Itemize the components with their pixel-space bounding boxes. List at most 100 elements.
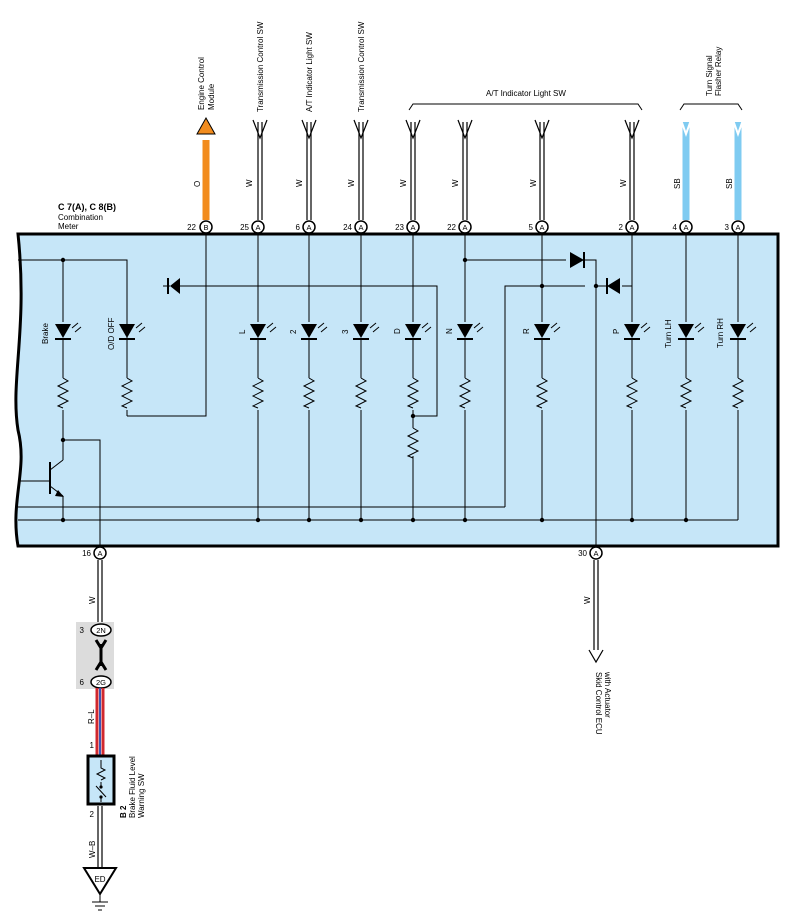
meter-name-line2: Meter <box>58 222 79 231</box>
pin-connector: 2G <box>96 678 106 687</box>
pin-number: 30 <box>578 549 587 558</box>
ecm-label-line2: Module <box>207 83 216 110</box>
switch-code: B 2 <box>119 805 128 818</box>
meter-connector-label: C 7(A), C 8(B) <box>58 202 116 212</box>
led-d <box>405 322 432 340</box>
pin-connector: A <box>593 549 598 558</box>
pin-connector: A <box>358 223 363 232</box>
wire-color-label: SB <box>673 178 682 189</box>
wire-color-label: O <box>193 181 202 187</box>
wire-color-label: W <box>88 596 97 604</box>
wire-color-label: W <box>619 179 628 187</box>
top-pin: 22 B <box>187 220 213 234</box>
led-turn-rh <box>730 322 757 340</box>
pin-connector: A <box>735 223 740 232</box>
top-pin: 24 A <box>343 220 368 234</box>
junction-pin-2g: 6 2G <box>80 675 112 689</box>
pin-connector: A <box>462 223 467 232</box>
pin-number: 6 <box>296 223 301 232</box>
wire-color-label: W <box>245 179 254 187</box>
resistor <box>535 377 549 409</box>
meter-internal-wiring <box>18 234 739 546</box>
led-brake <box>55 322 82 340</box>
resistor <box>354 377 368 409</box>
pin-number: 22 <box>187 223 196 232</box>
switch-pin-top: 1 <box>90 741 95 750</box>
resistor <box>625 377 639 409</box>
top-pin: 23 A <box>395 220 420 234</box>
skid-ecu-label-line2: with Actuator <box>603 671 612 718</box>
led-3 <box>353 322 380 340</box>
led-od-off <box>119 322 146 340</box>
pin-number: 3 <box>80 626 85 635</box>
pin-number: 23 <box>395 223 404 232</box>
pin-number: 3 <box>725 223 730 232</box>
pin-connector: A <box>97 549 102 558</box>
resistor <box>406 377 420 409</box>
led-turn-lh <box>678 322 705 340</box>
skid-ecu-label-line1: Skid Control ECU <box>594 672 603 735</box>
pin-number: 16 <box>82 549 91 558</box>
pin-connector: A <box>255 223 260 232</box>
resistor <box>56 377 70 409</box>
led-label: Turn RH <box>716 318 725 348</box>
pin-number: 22 <box>447 223 456 232</box>
led-r <box>534 322 561 340</box>
wire-color-label: SB <box>725 178 734 189</box>
led-label: 2 <box>289 329 298 334</box>
external-top-wires <box>196 103 744 220</box>
ecm-label-line1: Engine Control <box>197 57 206 110</box>
wire-color-label: W <box>583 596 592 604</box>
resistor <box>458 377 472 409</box>
pin-number: 4 <box>673 223 678 232</box>
turn-label-line2: Flasher Relay <box>714 47 723 96</box>
led-2 <box>301 322 328 340</box>
turn-label-line1: Turn Signal <box>705 55 714 96</box>
wire-color-label: W <box>529 179 538 187</box>
pin-connector: 2N <box>96 626 106 635</box>
pin-number: 24 <box>343 223 352 232</box>
led-p <box>624 322 651 340</box>
pin-connector: A <box>683 223 688 232</box>
led-label: R <box>522 328 531 334</box>
led-l <box>250 322 277 340</box>
pin-number: 6 <box>80 678 85 687</box>
atil-label: A/T Indicator Light SW <box>305 32 314 112</box>
meter-name-line1: Combination <box>58 213 103 222</box>
resistor <box>302 377 316 409</box>
pin-number: 25 <box>240 223 249 232</box>
led-label: O/D OFF <box>107 317 116 350</box>
led-label: P <box>612 329 621 334</box>
pin-number: 5 <box>529 223 534 232</box>
top-pin: 25 A <box>240 220 265 234</box>
junction-link-arrow <box>94 639 108 671</box>
ground-label: ED <box>94 875 105 884</box>
diode <box>606 278 620 294</box>
led-label: D <box>393 328 402 334</box>
bottom-pin: 16 A <box>82 546 107 560</box>
pin-connector: A <box>539 223 544 232</box>
diode <box>167 278 180 294</box>
switch-label-line2: Warning SW <box>137 773 146 818</box>
resistor <box>120 377 134 409</box>
bottom-pin: 30 A <box>578 546 603 560</box>
resistor <box>251 377 265 409</box>
tcs2-label: Transmission Control SW <box>357 21 366 112</box>
pin-connector: B <box>203 223 208 232</box>
wire-color-label: W <box>399 179 408 187</box>
junction-pin-2n: 3 2N <box>80 623 112 637</box>
wire-color-label: W <box>295 179 304 187</box>
tcs1-label: Transmission Control SW <box>256 21 265 112</box>
switch-pin-bottom: 2 <box>90 810 95 819</box>
resistor <box>731 377 745 409</box>
resistor <box>406 427 420 459</box>
switch-label-line1: Brake Fluid Level <box>128 756 137 818</box>
pin-connector: A <box>306 223 311 232</box>
led-label: L <box>238 329 247 334</box>
pin-connector: A <box>410 223 415 232</box>
